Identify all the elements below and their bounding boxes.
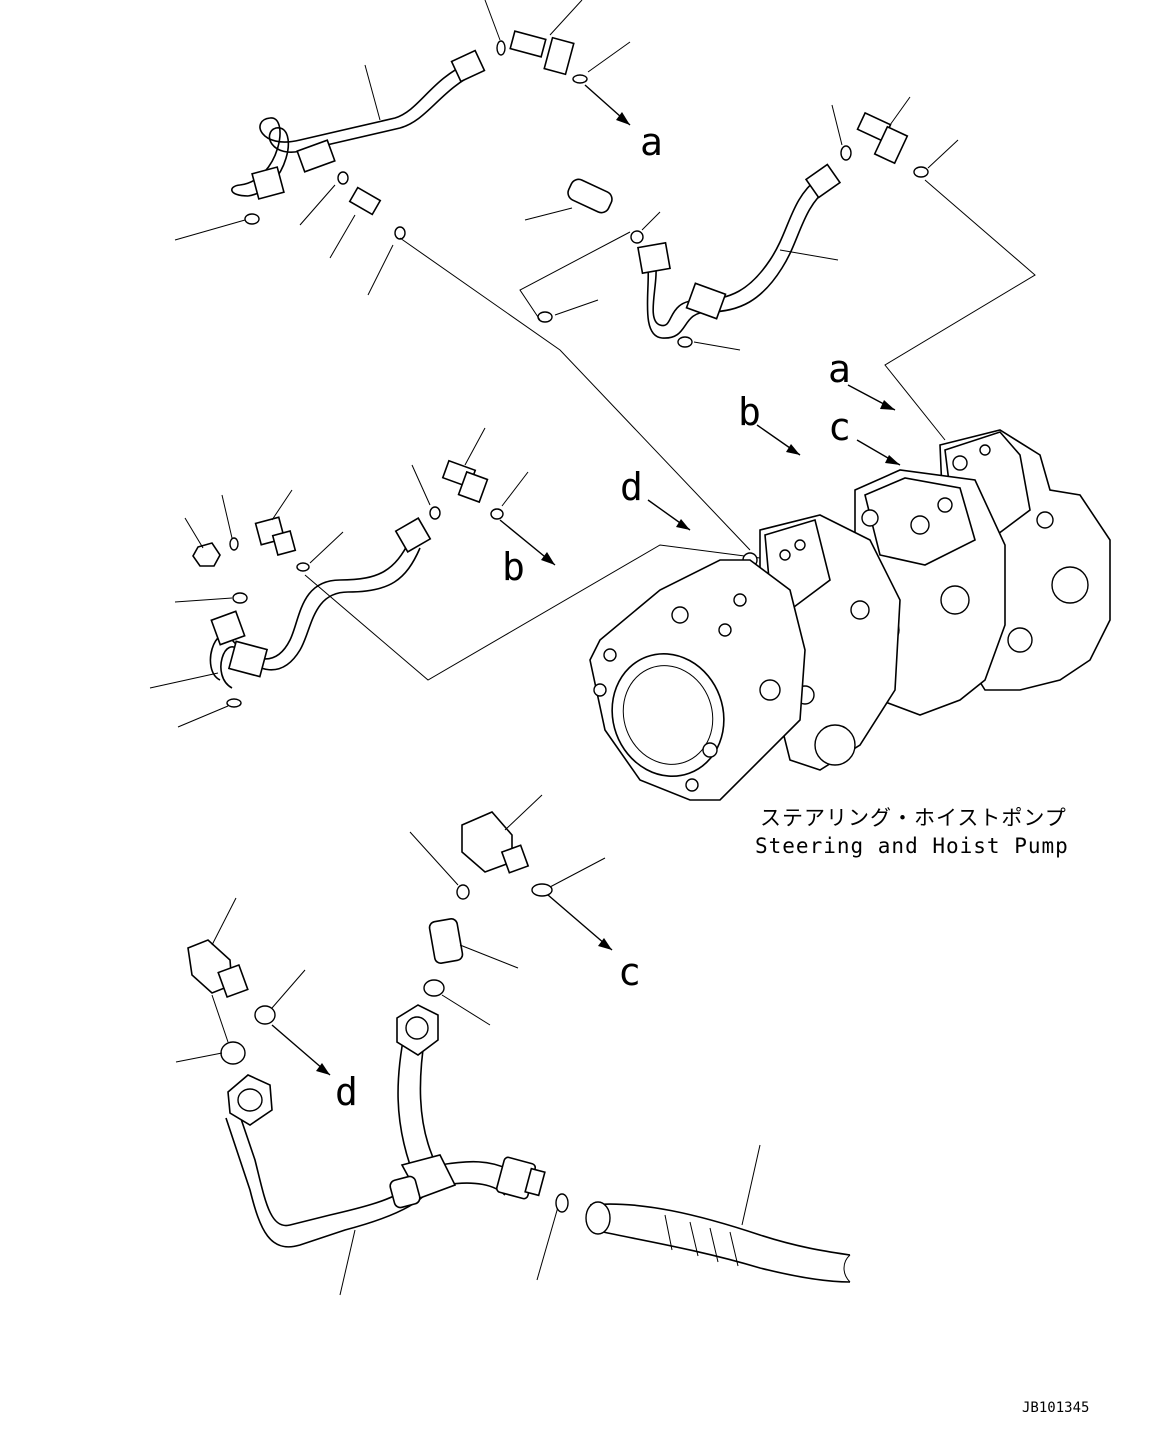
tube-assembly-top-left [231,49,486,200]
tube-assembly-top-right [537,111,929,348]
steering-hoist-pump [589,429,1111,801]
tube-assembly-mid-left [192,459,504,708]
fittings-bottom [187,811,553,1065]
ref-label-c-pump: c [828,405,851,449]
leader-lines-bottom [175,794,761,1296]
y-pipe-assembly [225,1004,569,1248]
ref-label-a-top: a [640,120,663,164]
pump-caption-en: Steering and Hoist Pump [755,834,1069,858]
leader-lines-mid-left [149,237,761,728]
ref-label-d-bottom: d [335,1070,358,1114]
fittings-top-left [244,30,588,240]
ref-label-b-pump: b [738,390,761,434]
ref-label-a-pump: a [828,347,851,391]
leader-lines-top-right [519,96,1036,441]
ref-label-d-pump: d [620,465,643,509]
ref-label-b-mid: b [502,545,525,589]
pump-pointer-arrows [647,384,901,531]
ref-label-c-bottom: c [618,950,641,994]
hose [585,1201,851,1283]
pump-caption-jp: ステアリング・ホイストポンプ [760,806,1067,830]
drawing-code: JB101345 [1022,1400,1089,1416]
leader-lines-top-left [174,0,631,296]
